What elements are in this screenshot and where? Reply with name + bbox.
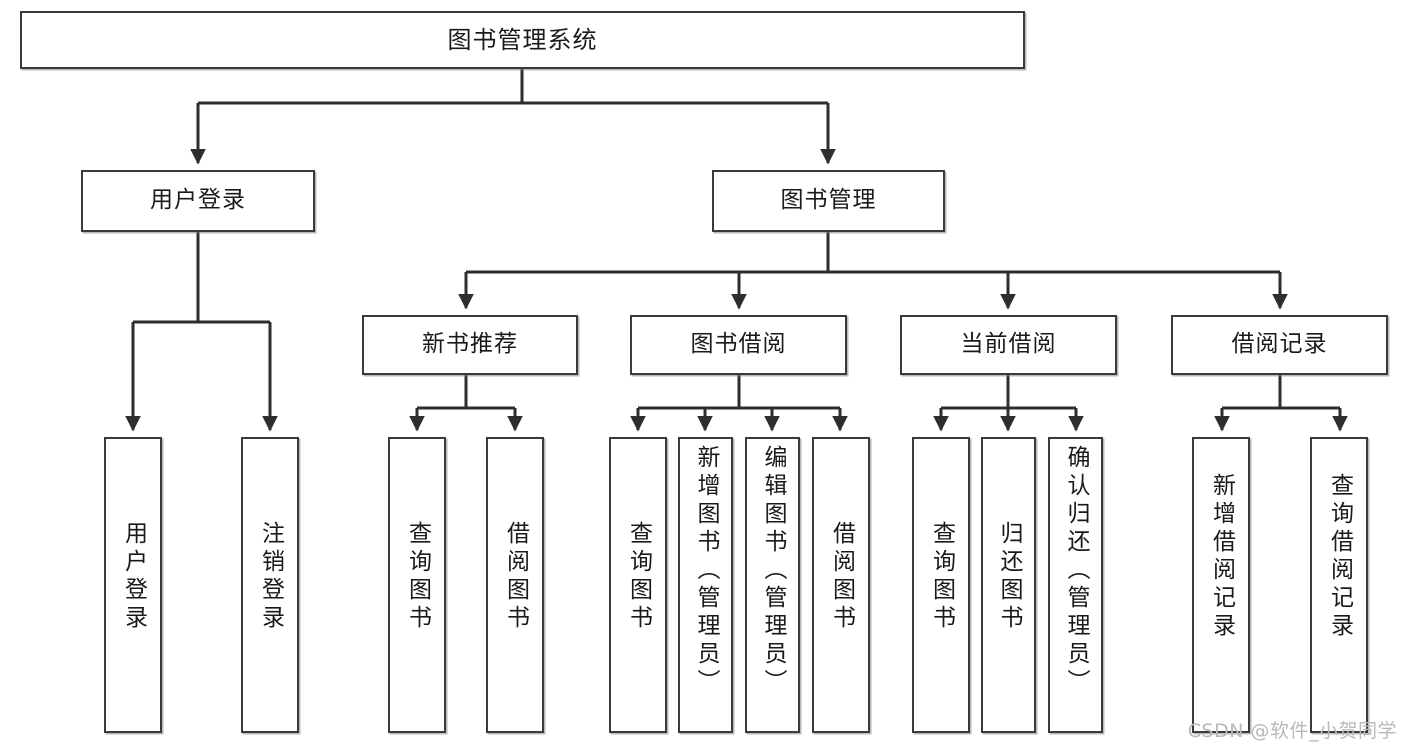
node-label: 编辑图书（管理员） <box>760 445 786 697</box>
leaf-borrow-book[interactable]: 借阅图书 <box>812 437 870 733</box>
node-label: 借阅记录 <box>1231 331 1328 358</box>
leaf-add-borrow-record[interactable]: 新增借阅记录 <box>1192 437 1250 733</box>
node-current-borrow[interactable]: 当前借阅 <box>900 315 1117 375</box>
node-label: 确认归还（管理员） <box>1063 445 1089 697</box>
leaf-user-login[interactable]: 用户登录 <box>104 437 162 733</box>
node-label: 新增借阅记录 <box>1208 473 1235 641</box>
node-root-system[interactable]: 图书管理系统 <box>20 11 1025 69</box>
node-label: 用户登录 <box>150 187 246 214</box>
node-label: 新书推荐 <box>422 331 518 358</box>
node-label: 借阅图书 <box>502 521 529 633</box>
leaf-logout[interactable]: 注销登录 <box>241 437 299 733</box>
node-label: 归还图书 <box>996 521 1022 633</box>
node-user-login[interactable]: 用户登录 <box>81 170 315 232</box>
node-label: 图书借阅 <box>690 331 787 358</box>
csdn-watermark: CSDN @软件_小贺同学 <box>1187 720 1397 742</box>
leaf-edit-book-admin[interactable]: 编辑图书（管理员） <box>745 437 800 733</box>
node-label: 查询图书 <box>404 521 431 633</box>
node-label: 借阅图书 <box>828 521 855 633</box>
leaf-return-book[interactable]: 归还图书 <box>981 437 1036 733</box>
node-label: 注销登录 <box>257 521 284 633</box>
node-book-management[interactable]: 图书管理 <box>712 170 945 232</box>
node-borrow-record[interactable]: 借阅记录 <box>1171 315 1388 375</box>
leaf-query-borrow-record[interactable]: 查询借阅记录 <box>1310 437 1368 733</box>
leaf-query-book-borrow[interactable]: 查询图书 <box>609 437 667 733</box>
node-label: 查询图书 <box>928 521 955 633</box>
leaf-add-book-admin[interactable]: 新增图书（管理员） <box>678 437 733 733</box>
node-label: 查询借阅记录 <box>1326 473 1353 641</box>
leaf-confirm-return-admin[interactable]: 确认归还（管理员） <box>1048 437 1103 733</box>
node-label: 新增图书（管理员） <box>693 445 719 697</box>
node-label: 当前借阅 <box>960 331 1057 358</box>
leaf-query-book-current[interactable]: 查询图书 <box>912 437 970 733</box>
leaf-borrow-book-newbook[interactable]: 借阅图书 <box>486 437 544 733</box>
node-label: 图书管理系统 <box>447 25 598 54</box>
node-new-book-recommend[interactable]: 新书推荐 <box>362 315 578 375</box>
node-label: 图书管理 <box>780 187 877 214</box>
leaf-query-book-newbook[interactable]: 查询图书 <box>388 437 446 733</box>
node-label: 用户登录 <box>120 521 147 633</box>
node-label: 查询图书 <box>625 521 652 633</box>
node-book-borrow[interactable]: 图书借阅 <box>630 315 847 375</box>
